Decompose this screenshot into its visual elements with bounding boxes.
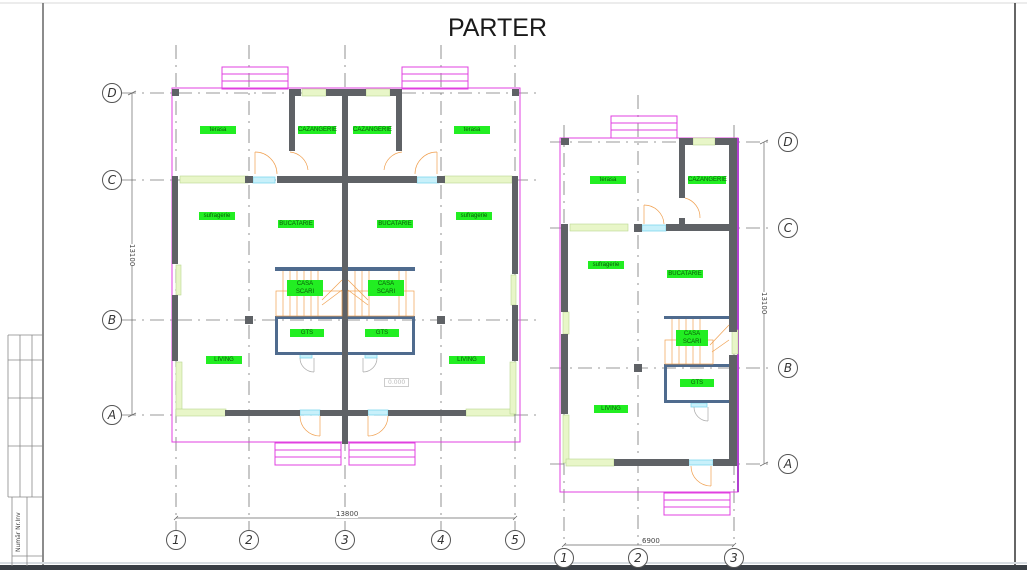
room-label-gts: GTS: [680, 379, 714, 387]
title-block: [7, 334, 43, 566]
axis-bubble-3: 3: [724, 548, 744, 568]
axis-bubble-a: A: [778, 454, 798, 474]
room-label-bucatarie: BUCATARIE: [377, 220, 413, 228]
room-label-terasa: terasa: [200, 126, 236, 134]
room-label-casa-scari: CASA SCARI: [287, 280, 323, 296]
axis-bubble-1: 1: [554, 548, 574, 568]
room-label-gts: GTS: [365, 329, 399, 337]
axis-bubble-d: D: [102, 83, 122, 103]
room-label-casa-scari: CASA SCARI: [368, 280, 404, 296]
room-label-bucatarie: BUCATARIE: [278, 220, 314, 228]
room-label-living: LIVING: [449, 356, 485, 364]
room-label-sufragerie: sufragerie: [199, 212, 235, 220]
room-label-cazangerie: CAZANGERIE: [298, 126, 338, 134]
room-label-casa-scari: CASA SCARI: [676, 330, 708, 346]
sheet-title: PARTER: [447, 14, 548, 42]
axis-bubble-b: B: [778, 358, 798, 378]
dimension-vertical-right: 13100: [760, 292, 768, 315]
room-label-living: LIVING: [594, 405, 628, 413]
dimension-vertical-left: 13100: [128, 244, 136, 267]
room-label-terasa: terasa: [590, 176, 626, 184]
axis-bubble-3: 3: [335, 530, 355, 550]
axis-bubble-c: C: [778, 218, 798, 238]
dimension-horizontal-right: 6900: [642, 537, 660, 545]
axis-bubble-1: 1: [166, 530, 186, 550]
room-label-bucatarie: BUCATARIE: [667, 270, 703, 278]
elevation-tag: 0.000: [384, 378, 410, 387]
axis-bubble-2: 2: [628, 548, 648, 568]
axis-bubble-b: B: [102, 310, 122, 330]
axis-bubble-4: 4: [431, 530, 451, 550]
axis-bubble-d: D: [778, 132, 798, 152]
title-block-label: Număr Nr.Inv: [15, 512, 22, 552]
axis-bubble-a: A: [102, 405, 122, 425]
room-label-sufragerie: sufragerie: [456, 212, 492, 220]
axis-bubble-c: C: [102, 170, 122, 190]
room-label-cazangerie: CAZANGERIE: [688, 176, 728, 184]
axis-bubble-2: 2: [239, 530, 259, 550]
room-label-cazangerie: CAZANGERIE: [353, 126, 393, 134]
room-label-gts: GTS: [290, 329, 324, 337]
axis-bubble-5: 5: [505, 530, 525, 550]
room-label-sufragerie: sufragerie: [588, 261, 624, 269]
room-label-living: LIVING: [206, 356, 242, 364]
room-label-terasa: terasa: [454, 126, 490, 134]
dimension-horizontal-left: 13800: [336, 510, 359, 518]
